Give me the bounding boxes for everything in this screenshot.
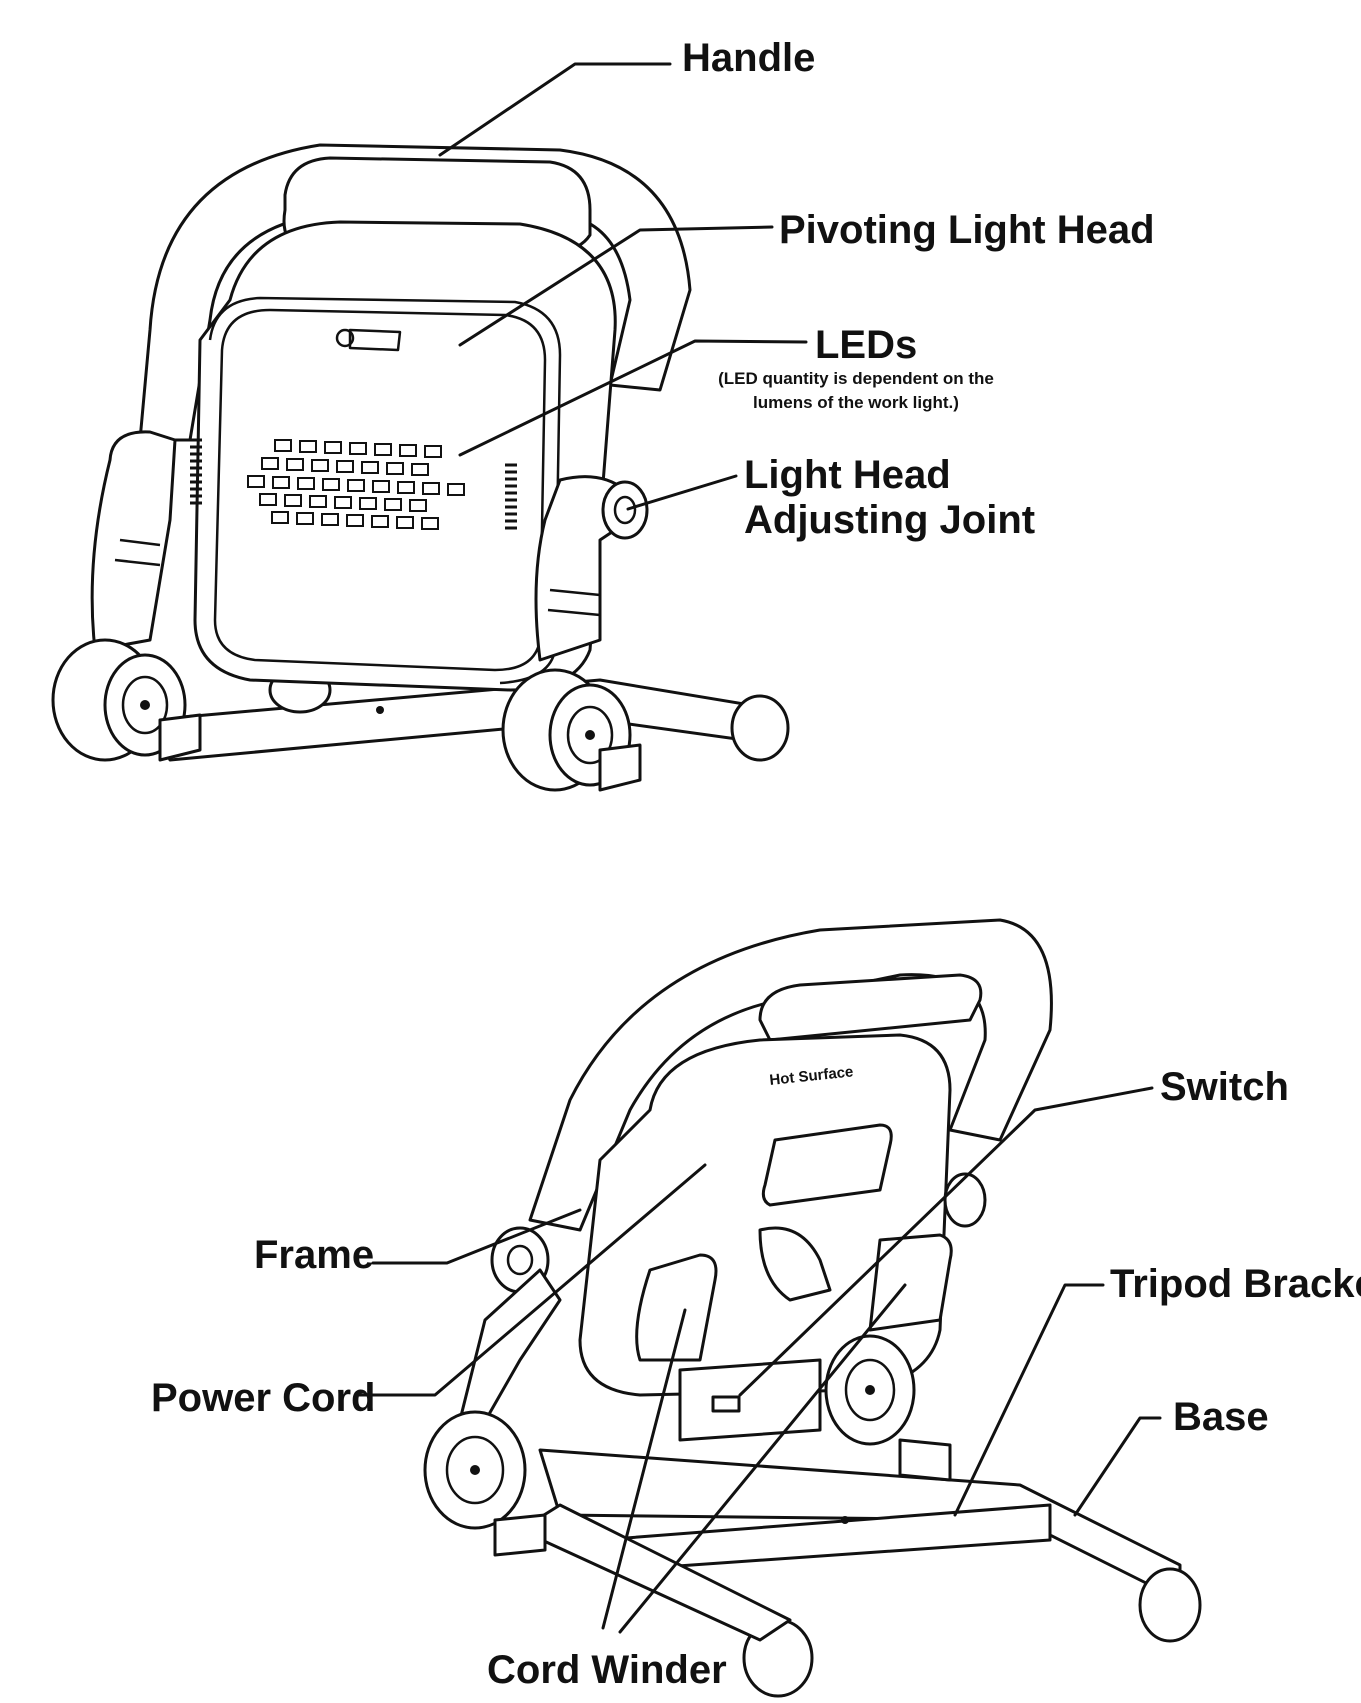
top-leader-lines (438, 62, 808, 511)
leader-cord-winder-left (601, 1308, 687, 1630)
label-frame: Frame (254, 1233, 374, 1277)
leader-leds (458, 339, 808, 457)
leader-light-head-adjusting-joint (626, 474, 738, 511)
leader-tripod-bracket (953, 1283, 1105, 1517)
label-power-cord: Power Cord (151, 1376, 375, 1420)
label-leds-note-line1: (LED quantity is dependent on the (718, 369, 994, 388)
leader-base (1073, 1416, 1162, 1517)
label-light-head-adjusting-joint-line1: Light Head (744, 453, 951, 497)
label-cord-winder: Cord Winder (487, 1648, 727, 1692)
label-switch: Switch (1160, 1065, 1289, 1109)
leader-frame (371, 1208, 582, 1265)
leader-cord-winder-right (618, 1283, 907, 1634)
label-base: Base (1173, 1395, 1269, 1439)
label-handle: Handle (682, 36, 815, 80)
leader-pivoting-light-head (458, 225, 774, 347)
leader-handle (438, 62, 672, 157)
label-light-head-adjusting-joint-line2: Adjusting Joint (744, 498, 1035, 542)
leader-power-cord (356, 1163, 707, 1397)
label-leds: LEDs (815, 323, 917, 367)
front-view-illustration (51, 143, 790, 792)
leader-switch (738, 1086, 1154, 1397)
bottom-leader-lines (356, 1086, 1162, 1634)
label-leds-note-line2: lumens of the work light.) (753, 393, 959, 412)
label-tripod-bracket: Tripod Bracket (1110, 1262, 1361, 1306)
label-pivoting-light-head: Pivoting Light Head (779, 208, 1155, 252)
back-view-illustration: Hot Surface (423, 918, 1202, 1698)
